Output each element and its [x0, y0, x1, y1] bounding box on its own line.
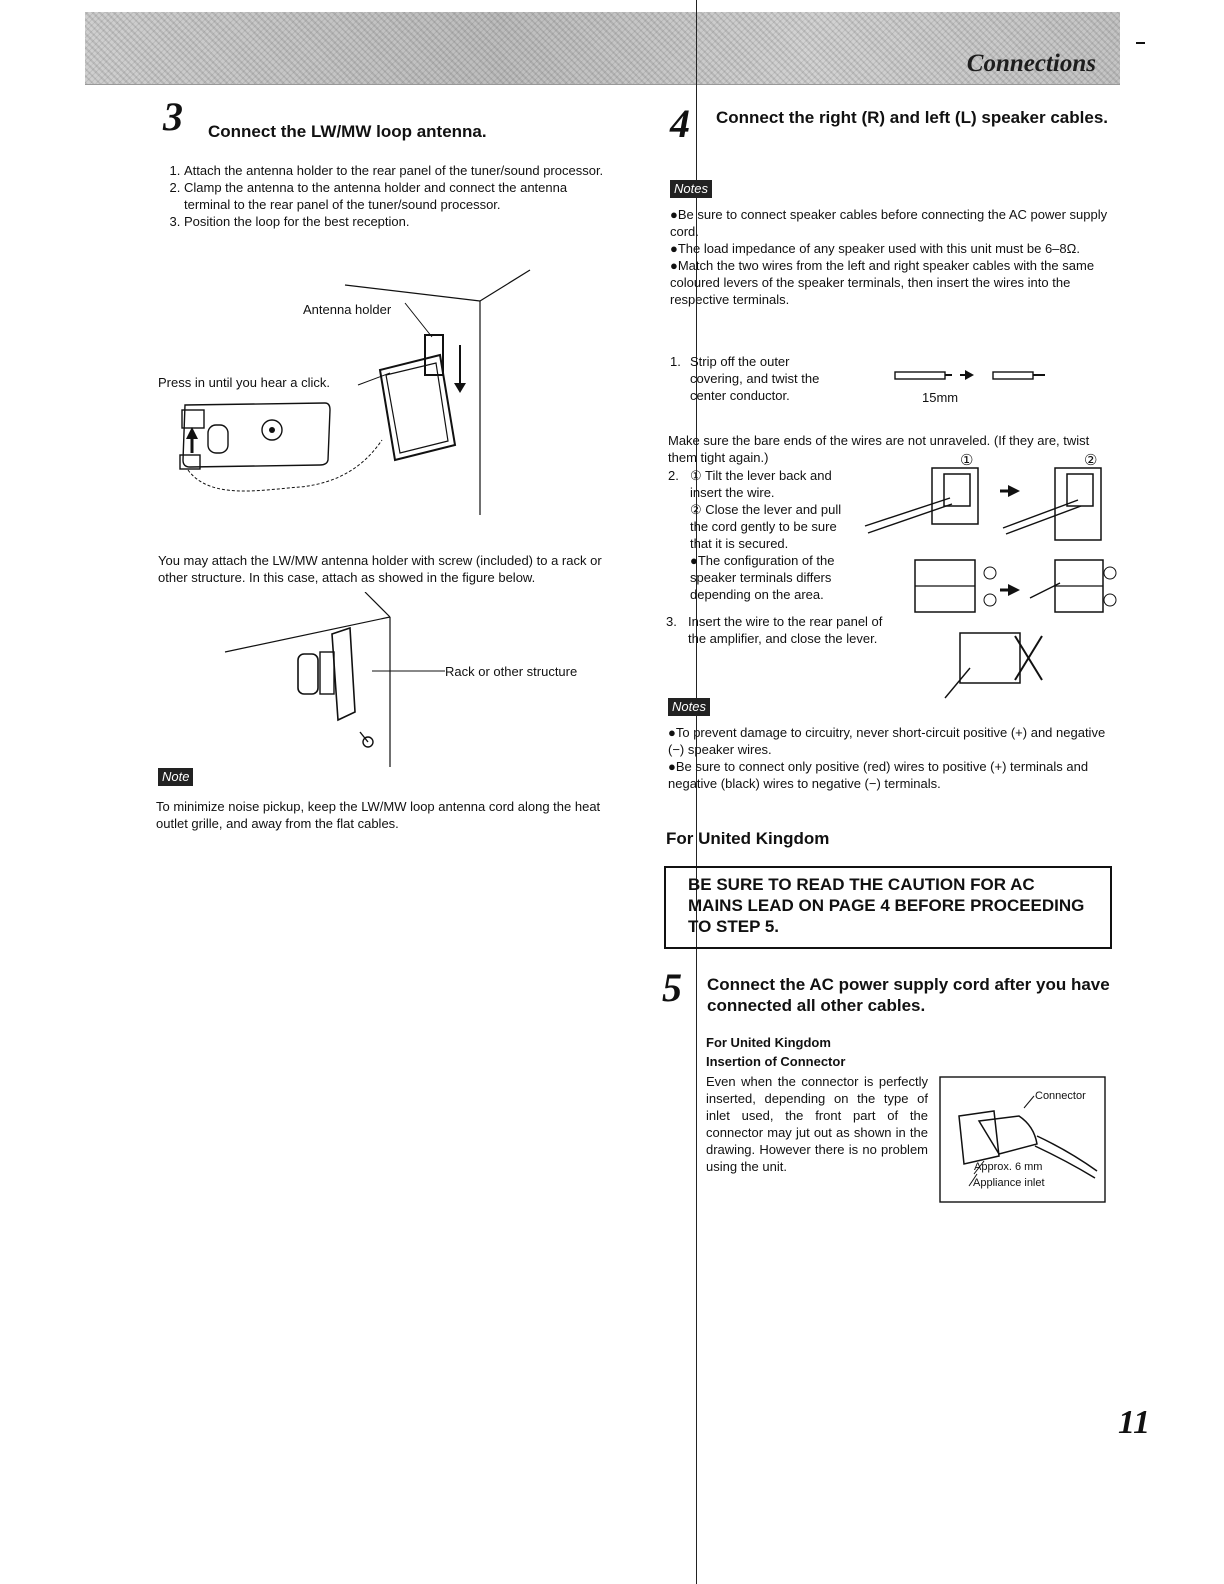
step3-item-2: Clamp the antenna to the antenna holder …	[184, 179, 610, 213]
step4-note-1: ●Be sure to connect speaker cables befor…	[670, 207, 1108, 239]
step2-config: ●The configuration of the speaker termin…	[690, 553, 835, 602]
step4-notes2-badge: Notes	[668, 698, 710, 716]
label-antenna-holder: Antenna holder	[303, 302, 392, 317]
step4-notes-badge: Notes	[670, 180, 712, 198]
step4-note2-1: ●To prevent damage to circuitry, never s…	[668, 725, 1106, 757]
section-title: Connections	[966, 50, 1096, 77]
header-banner: Connections	[85, 12, 1120, 85]
step4-notes2: ●To prevent damage to circuitry, never s…	[668, 724, 1114, 792]
circled-2: ②	[1084, 452, 1097, 469]
step3-item-1: Attach the antenna holder to the rear pa…	[184, 162, 610, 179]
step2-sub2: ② Close the lever and pull the cord gent…	[690, 502, 842, 551]
strip-measure: 15mm	[922, 390, 958, 405]
antenna-holder-figure: Antenna holder Press in until you hear a…	[158, 269, 531, 515]
step3-instructions: Attach the antenna holder to the rear pa…	[160, 162, 610, 230]
strip-num: 1.	[670, 354, 681, 369]
step3r-text: Insert the wire to the rear panel of the…	[688, 614, 883, 646]
circled-1: ①	[960, 452, 973, 469]
step4-notes: ●Be sure to connect speaker cables befor…	[670, 206, 1118, 308]
header-dash	[1136, 42, 1145, 44]
attach-instruction: You may attach the LW/MW antenna holder …	[158, 553, 602, 585]
connector-figure: Connector Approx. 6 mm Appliance inlet	[939, 1076, 1106, 1203]
step3-title: Connect the LW/MW loop antenna.	[208, 122, 487, 141]
step5-number: 5	[662, 965, 682, 1010]
page-number: 11	[1118, 1404, 1151, 1441]
step5-body: Even when the connector is perfectly ins…	[706, 1074, 928, 1174]
step4-title: Connect the right (R) and left (L) speak…	[716, 108, 1109, 127]
label-connector: Connector	[1035, 1090, 1086, 1102]
label-press-click: Press in until you hear a click.	[158, 375, 330, 390]
rack-mount-figure: Rack or other structure	[224, 592, 577, 767]
step3r-num: 3.	[666, 614, 677, 629]
step4-note2-2: ●Be sure to connect only positive (red) …	[668, 759, 1089, 791]
label-appliance-inlet: Appliance inlet	[973, 1177, 1045, 1189]
note-text: To minimize noise pickup, keep the LW/MW…	[156, 799, 601, 831]
step4-note-2: ●The load impedance of any speaker used …	[670, 241, 1080, 256]
step3-number: 3	[163, 94, 183, 139]
step2-sub1: ① Tilt the lever back and insert the wir…	[690, 468, 832, 500]
step5-subheading-uk: For United Kingdom	[706, 1035, 831, 1050]
caution-box: BE SURE TO READ THE CAUTION FOR AC MAINS…	[664, 866, 1112, 949]
strip-text: Strip off the outer covering, and twist …	[690, 354, 820, 403]
note-badge: Note	[158, 768, 194, 786]
uk-heading: For United Kingdom	[666, 829, 830, 848]
label-approx: Approx. 6 mm	[974, 1161, 1042, 1173]
label-rack: Rack or other structure	[445, 664, 577, 679]
page-divider	[696, 0, 697, 1584]
step4-note-3: ●Match the two wires from the left and r…	[670, 258, 1095, 307]
step2-num: 2.	[668, 468, 679, 483]
wire-strip-figure: 15mm	[894, 370, 1045, 405]
make-sure-text: Make sure the bare ends of the wires are…	[668, 433, 1090, 465]
speaker-terminal-figure: ① ②	[864, 452, 1117, 699]
step5-title: Connect the AC power supply cord after y…	[707, 975, 1110, 1015]
step4-number: 4	[670, 101, 690, 146]
step5-subheading-insertion: Insertion of Connector	[706, 1054, 846, 1069]
step2-body: ① Tilt the lever back and insert the wir…	[690, 467, 860, 603]
step3-item-3: Position the loop for the best reception…	[184, 213, 610, 230]
